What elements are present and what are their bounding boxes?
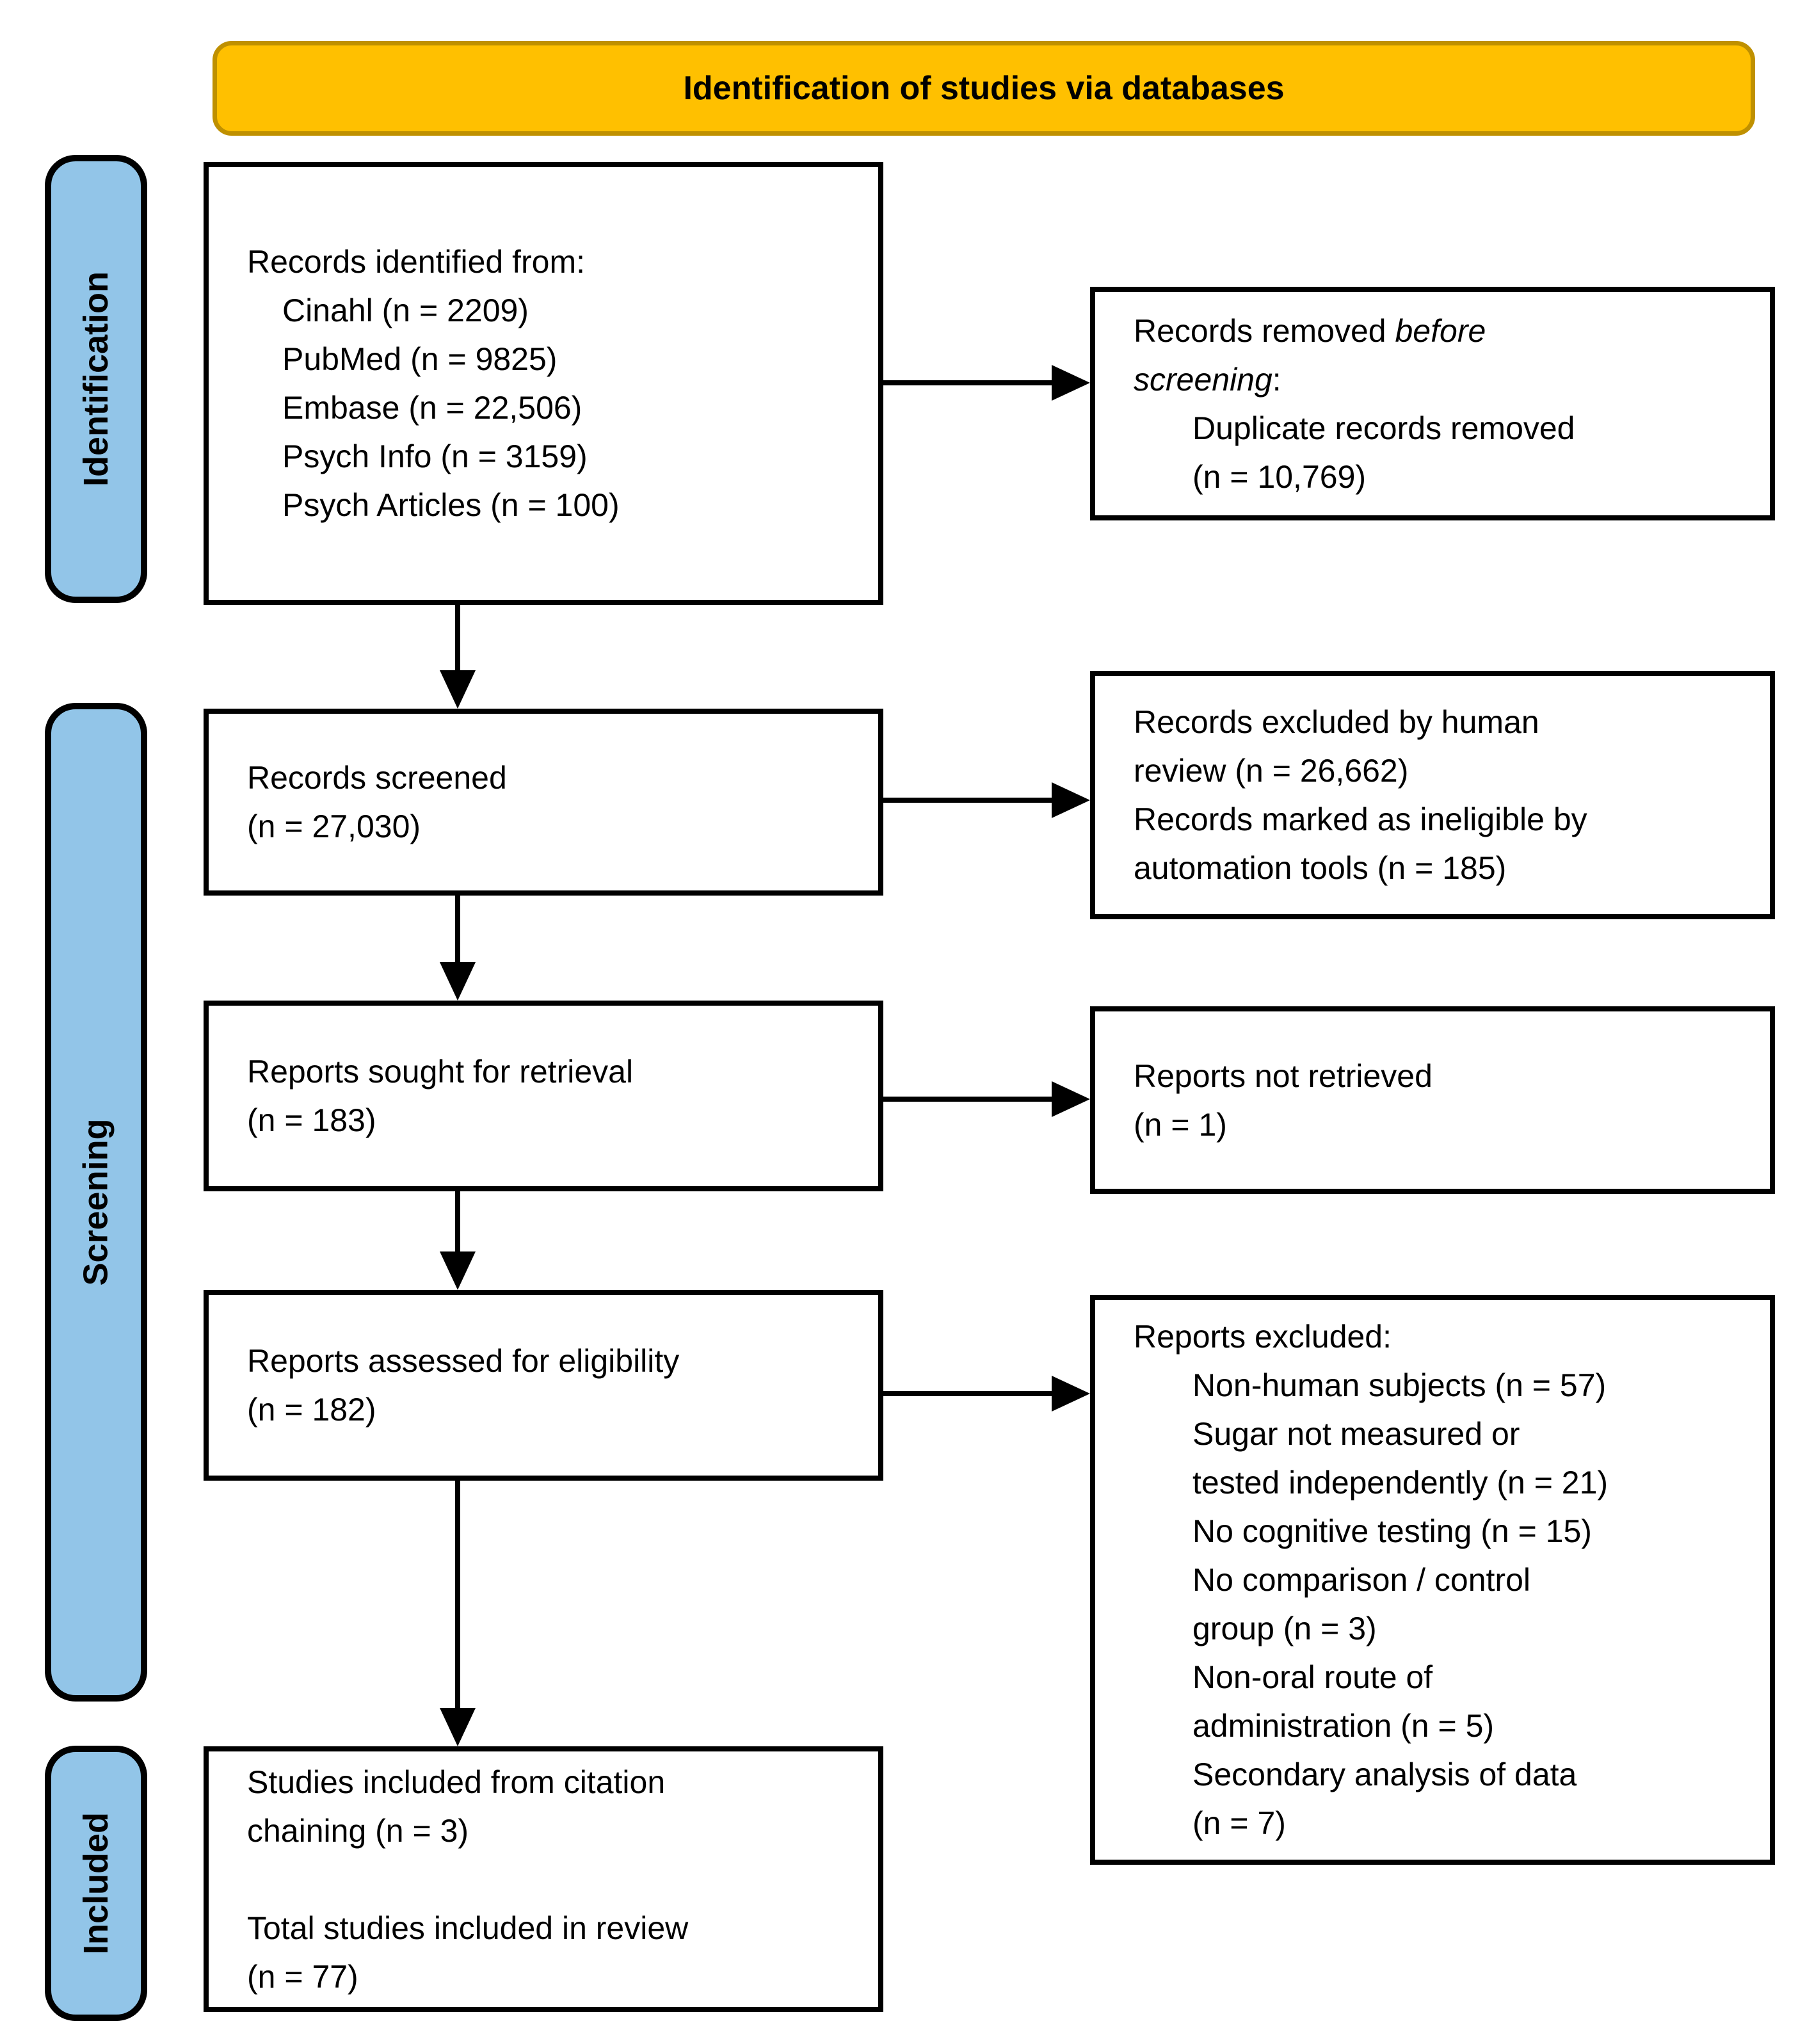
arrow-stem [883,798,1054,803]
box-text-line: Psych Articles (n = 100) [282,487,620,523]
right-arrowhead-icon [1052,1081,1090,1117]
arrow-stem [455,1481,460,1710]
box-text-line: Embase (n = 22,506) [282,390,582,426]
box-text-line: Psych Info (n = 3159) [282,439,588,474]
box-text-line: Reports assessed for eligibility [247,1343,680,1379]
box-text-line: review (n = 26,662) [1134,753,1409,789]
arrow-stem [883,380,1054,385]
arrow-stem [455,896,460,964]
box-text-line: Records identified from: [247,244,586,280]
down-arrowhead-icon [440,962,476,1001]
box-text-line: Duplicate records removed [1192,410,1575,446]
box-text-line: No cognitive testing (n = 15) [1192,1513,1592,1549]
box-records-excluded: Records excluded by human review (n = 26,… [1090,671,1775,919]
box-text-line: chaining (n = 3) [247,1812,469,1849]
box-text-line: (n = 1) [1134,1106,1227,1143]
box-text-line [247,1855,853,1904]
box-text-line: Records screened [247,760,507,796]
box-text-line: screening: [1134,361,1281,398]
stage-label-identification: Identification [77,271,115,487]
box-text-line: Cinahl (n = 2209) [282,293,529,328]
box-text-line: PubMed (n = 9825) [282,341,558,377]
box-text-line: (n = 77) [247,1958,358,1995]
box-text-line: No comparison / control [1192,1562,1531,1598]
box-text-line: group (n = 3) [1192,1611,1377,1646]
box-text-line: Records excluded by human [1134,704,1539,740]
box-text-line: Reports sought for retrieval [247,1054,634,1090]
down-arrowhead-icon [440,1251,476,1290]
down-arrowhead-icon [440,1708,476,1746]
box-text-line: Records marked as ineligible by [1134,801,1587,837]
arrow-stem [455,605,460,672]
right-arrowhead-icon [1052,365,1090,401]
box-text-line: Studies included from citation [247,1764,666,1800]
box-reports-excluded: Reports excluded: Non-human subjects (n =… [1090,1295,1775,1865]
arrow-stem [883,1391,1054,1396]
box-text-line: (n = 183) [247,1102,376,1138]
box-text-line: Secondary analysis of data [1192,1757,1577,1792]
box-text-line: Reports excluded: [1134,1319,1392,1355]
right-arrowhead-icon [1052,782,1090,818]
box-text-line: (n = 27,030) [247,809,421,844]
box-text-line: Reports not retrieved [1134,1058,1433,1094]
box-records-identified: Records identified from: Cinahl (n = 2209… [204,162,883,605]
box-reports-assessed-for-eligibility: Reports assessed for eligibility (n = 182… [204,1290,883,1481]
right-arrowhead-icon [1052,1376,1090,1412]
box-text-line: administration (n = 5) [1192,1708,1495,1744]
down-arrowhead-icon [440,670,476,709]
box-text-line: (n = 10,769) [1192,458,1367,495]
box-text-line: Non-human subjects (n = 57) [1192,1367,1607,1403]
box-text-line: Non-oral route of [1192,1659,1433,1695]
stage-label-included: Included [77,1812,116,1955]
stage-label-screening: Screening [77,1118,115,1286]
box-text-line: tested independently (n = 21) [1192,1465,1609,1501]
stage-pill-screening: Screening [45,703,147,1702]
box-text-line: Total studies included in review [247,1910,689,1946]
arrow-stem [455,1191,460,1253]
box-studies-included-in-review: Studies included from citation chaining (… [204,1746,883,2012]
box-records-removed-before-screening: Records removed before screening: Duplicat… [1090,287,1775,520]
banner-identification-of-studies: Identification of studies via databases [213,41,1755,136]
box-text-line: (n = 7) [1192,1805,1286,1841]
box-reports-not-retrieved: Reports not retrieved (n = 1) [1090,1006,1775,1194]
stage-pill-identification: Identification [45,155,147,603]
box-text-line: (n = 182) [247,1392,376,1428]
box-text-line: Sugar not measured or [1192,1416,1520,1452]
stage-pill-included: Included [45,1746,147,2021]
box-text-line: automation tools (n = 185) [1134,850,1507,886]
box-records-screened: Records screened (n = 27,030) [204,709,883,896]
arrow-stem [883,1097,1054,1102]
box-reports-sought-for-retrieval: Reports sought for retrieval (n = 183) [204,1001,883,1191]
box-text-line: Records removed before [1134,312,1486,349]
